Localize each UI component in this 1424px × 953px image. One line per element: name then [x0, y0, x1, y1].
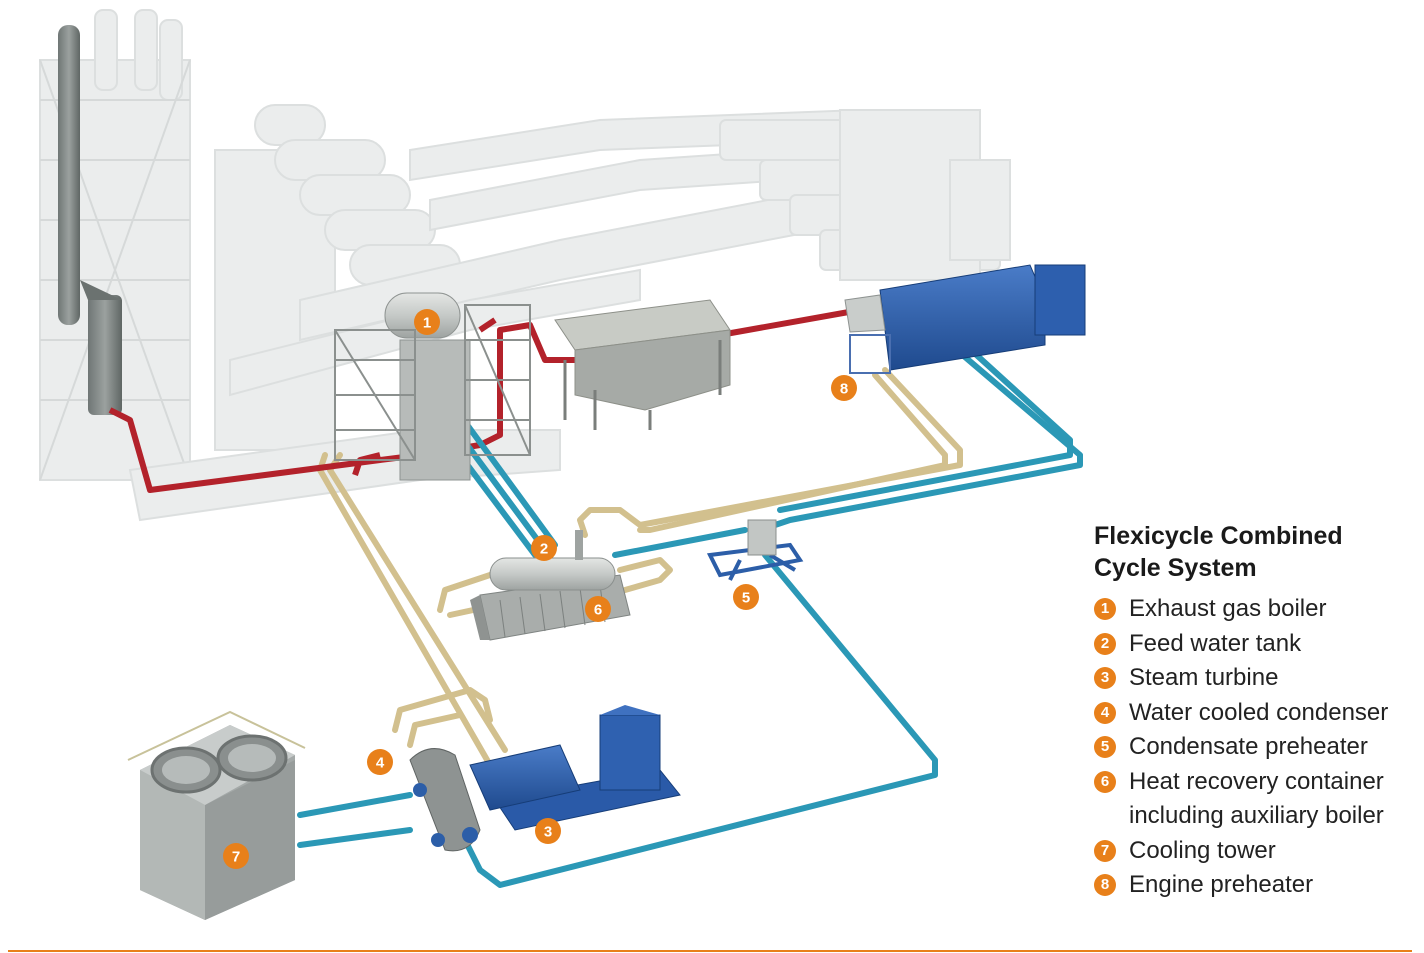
bottom-rule	[8, 950, 1412, 952]
water-cooled-condenser	[409, 748, 481, 852]
feed-water-tank	[489, 530, 616, 591]
legend-number-badge: 7	[1094, 839, 1116, 862]
diagram-badge-4: 4	[367, 749, 393, 775]
diagram-badge-3: 3	[535, 818, 561, 844]
legend-title-line1: Flexicycle Combined	[1094, 522, 1343, 550]
legend-item-label: Condensate preheater	[1129, 733, 1368, 760]
exhaust-stack	[58, 25, 122, 415]
badge-number: 2	[540, 541, 548, 558]
heat-recovery-container	[470, 574, 631, 641]
legend-number-badge: 2	[1094, 632, 1116, 655]
legend-item-label: Exhaust gas boiler	[1129, 595, 1327, 622]
legend-number-badge: 5	[1094, 736, 1116, 758]
diagram-badge-1: 1	[414, 309, 440, 335]
legend-item-label: Cooling tower	[1129, 836, 1276, 864]
legend-item-label: Feed water tank	[1129, 629, 1302, 657]
badge-circle	[367, 749, 393, 775]
diagram-badge-5: 5	[733, 584, 759, 610]
badge-circle	[831, 375, 857, 401]
diagram-badge-2: 2	[531, 535, 557, 561]
legend-item-label: Steam turbine	[1129, 664, 1279, 691]
legend-item-label: Engine preheater	[1129, 871, 1314, 898]
badge-circle	[733, 584, 759, 610]
badge-number: 8	[840, 381, 848, 398]
legend-item: 1 Exhaust gas boiler	[1094, 592, 1419, 627]
diagram-badge-8: 8	[831, 375, 857, 401]
legend-item: 6 Heat recovery container including auxil…	[1094, 765, 1419, 834]
badge-circle	[585, 596, 611, 622]
legend-item: 4 Water cooled condenser	[1094, 696, 1419, 731]
legend-title: Flexicycle Combined Cycle System	[1094, 520, 1419, 584]
legend-number-badge: 4	[1094, 701, 1116, 724]
legend-item: 8 Engine preheater	[1094, 868, 1419, 903]
badge-number: 4	[376, 755, 385, 772]
cooling-tower	[127, 710, 306, 920]
legend-item-label: Heat recovery container including auxili…	[1129, 767, 1384, 830]
legend-item-label: Water cooled condenser	[1129, 698, 1389, 726]
diagram-badge-7: 7	[223, 843, 249, 869]
engine-genset	[844, 264, 1086, 374]
legend-item: 7 Cooling tower	[1094, 834, 1419, 869]
badge-number: 3	[544, 824, 552, 841]
heat-exchanger-unit	[554, 299, 731, 430]
diagram-badge-6: 6	[585, 596, 611, 622]
legend-panel: Flexicycle Combined Cycle System 1 Exhaus…	[1094, 520, 1419, 903]
legend-number-badge: 3	[1094, 667, 1116, 689]
legend-item: 5 Condensate preheater	[1094, 730, 1419, 765]
badge-number: 1	[423, 315, 431, 332]
diagram-badges: 1 2 3 4 5 6 7 8	[223, 309, 857, 869]
badge-circle	[223, 843, 249, 869]
steam-turbine	[469, 705, 681, 831]
badge-number: 6	[594, 602, 602, 619]
legend-item: 2 Feed water tank	[1094, 627, 1419, 662]
legend-list: 1 Exhaust gas boiler 2 Feed water tank 3 Stea…	[1094, 592, 1419, 903]
badge-circle	[535, 818, 561, 844]
background-plant	[39, 9, 1011, 522]
badge-number: 7	[232, 849, 240, 866]
legend-title-line2: Cycle System	[1094, 554, 1257, 582]
badge-circle	[414, 309, 440, 335]
legend-number-badge: 8	[1094, 874, 1116, 896]
legend-number-badge: 1	[1094, 598, 1116, 620]
badge-circle	[531, 535, 557, 561]
condensate-preheater	[706, 519, 804, 581]
legend-item: 3 Steam turbine	[1094, 661, 1419, 696]
legend-number-badge: 6	[1094, 770, 1116, 793]
badge-number: 5	[742, 590, 750, 607]
